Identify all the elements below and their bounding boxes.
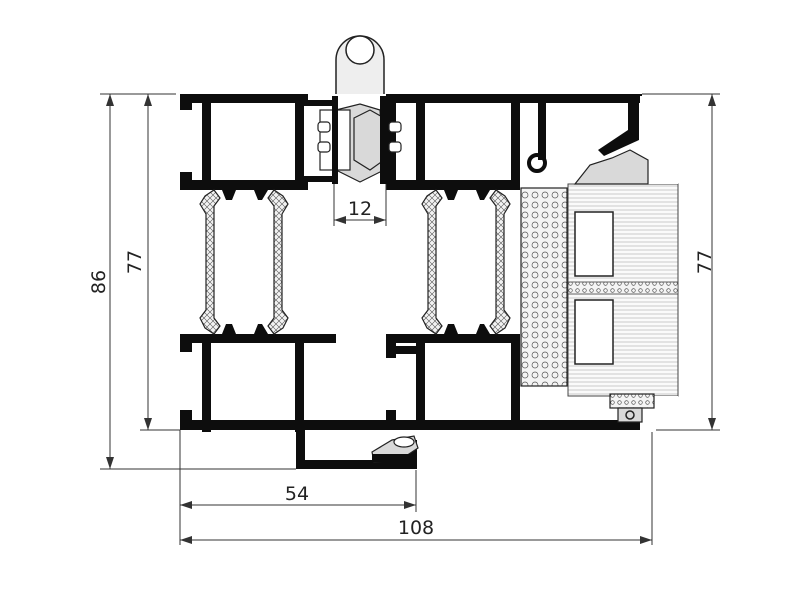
- dimension-77-left-label: 77: [124, 250, 146, 274]
- dimension-86-label: 86: [88, 270, 110, 294]
- insulation-foam: [520, 187, 568, 387]
- dimension-77-left: 77: [124, 94, 180, 431]
- bottom-glazing-gasket: [609, 393, 655, 423]
- dimension-108: 108: [180, 432, 653, 545]
- dimension-108-label: 108: [398, 517, 434, 539]
- weather-seal-bulb: [335, 35, 385, 94]
- center-thermal-break: [421, 189, 511, 335]
- left-thermal-break: [199, 189, 289, 335]
- central-gasket-assembly: [317, 96, 402, 184]
- left-frame-profile: [180, 94, 417, 469]
- dimension-12: 12: [333, 184, 387, 226]
- dimension-54: 54: [179, 430, 417, 545]
- dimension-12-label: 12: [348, 198, 372, 220]
- glass-panel: [567, 96, 679, 430]
- dimension-77-right: 77: [642, 93, 720, 431]
- dimension-86: 86: [88, 93, 296, 470]
- bottom-seal: [371, 435, 419, 463]
- dimension-77-right-label: 77: [694, 250, 716, 274]
- top-glazing-gasket: [573, 149, 649, 185]
- dimension-54-label: 54: [285, 483, 309, 505]
